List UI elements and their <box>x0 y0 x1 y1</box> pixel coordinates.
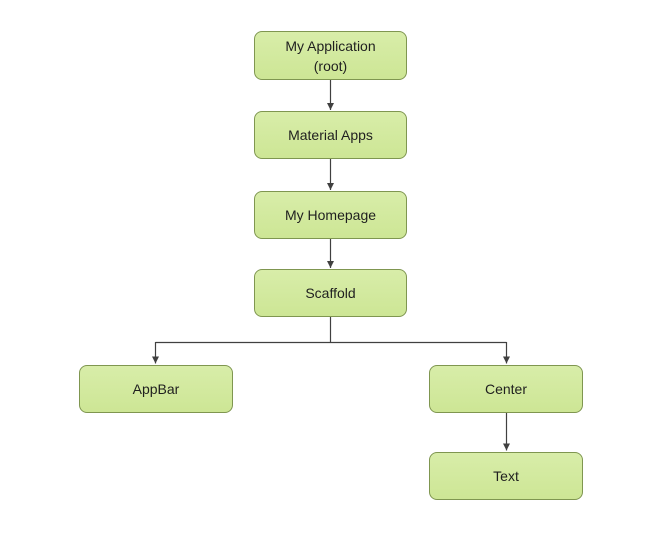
node-my-application-label: My Application (root) <box>285 37 376 74</box>
node-text-label: Text <box>493 468 519 484</box>
node-text: Text <box>429 452 583 500</box>
node-my-homepage-label: My Homepage <box>284 207 377 223</box>
node-my-application: My Application (root) <box>254 31 407 80</box>
node-material-apps: Material Apps <box>254 111 407 159</box>
node-center: Center <box>429 365 583 413</box>
node-my-homepage: My Homepage <box>254 191 407 239</box>
node-scaffold: Scaffold <box>254 269 407 317</box>
node-scaffold-label: Scaffold <box>305 285 356 301</box>
node-appbar-label: AppBar <box>132 381 180 397</box>
node-appbar: AppBar <box>79 365 233 413</box>
node-material-apps-label: Material Apps <box>288 127 373 143</box>
node-center-label: Center <box>484 381 528 397</box>
